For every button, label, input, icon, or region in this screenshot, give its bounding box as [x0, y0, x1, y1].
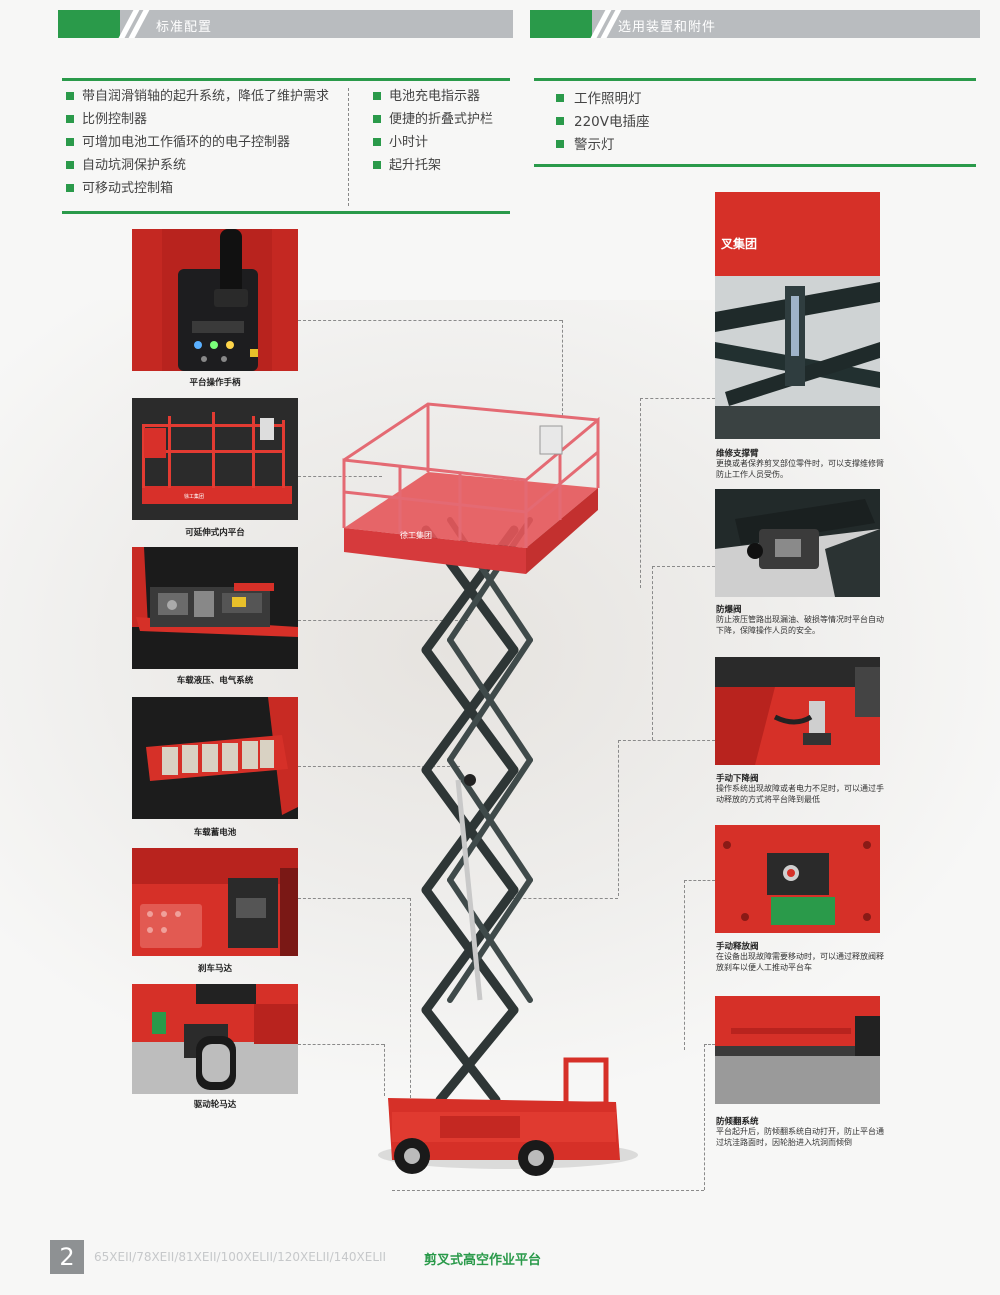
leader-line [298, 476, 382, 477]
optional-bottom-rule [534, 164, 976, 167]
photo-drive-wheel-motor [132, 984, 298, 1094]
standard-divider [348, 88, 349, 206]
optional-config-header: 选用装置和附件 [530, 10, 980, 38]
list-item: 起升托架 [373, 157, 493, 180]
title-manual-release-valve: 手动释放阀 [716, 942, 759, 952]
leader-line [392, 1190, 704, 1191]
list-item: 自动坑洞保护系统 [66, 157, 329, 180]
leader-line [298, 766, 460, 767]
standard-features-list-2: 电池充电指示器 便捷的折叠式护栏 小时计 起升托架 [373, 88, 493, 180]
title-anti-tilt-system: 防倾翻系统 [716, 1117, 759, 1127]
leader-line [704, 1044, 715, 1045]
photo-maintenance-arm: 叉集团 [715, 192, 880, 439]
desc-manual-release-valve: 在设备出现故障需要移动时，可以通过释放阀释放刹车以便人工推动平台车 [716, 952, 884, 972]
caption-onboard-battery: 车载蓄电池 [193, 828, 237, 838]
list-item: 便捷的折叠式护栏 [373, 111, 493, 134]
leader-line [410, 898, 411, 1098]
photo-extendable-platform: 徐工集团 [132, 398, 298, 520]
leader-line [298, 620, 468, 621]
standard-features-list-1: 带自润滑销轴的起升系统，降低了维护需求 比例控制器 可增加电池工作循环的的电子控… [66, 88, 329, 203]
optional-top-rule [534, 78, 976, 81]
optional-features-list: 工作照明灯 220V电插座 警示灯 [556, 90, 650, 159]
caption-drive-wheel-motor: 驱动轮马达 [193, 1100, 237, 1110]
leader-line [384, 1044, 385, 1096]
standard-top-rule [62, 78, 510, 81]
caption-extendable-platform: 可延伸式内平台 [185, 528, 245, 538]
leader-line [618, 740, 619, 896]
desc-maintenance-arm: 更换或者保养剪叉部位零件时，可以支撑维修臂防止工作人员受伤。 [716, 459, 884, 479]
photo-manual-lowering-valve [715, 657, 880, 765]
page-number: 2 [50, 1240, 84, 1274]
standard-bottom-rule [62, 211, 510, 214]
photo-onboard-hydraulic-electric [132, 547, 298, 669]
leader-line [298, 320, 562, 321]
list-item: 可增加电池工作循环的的电子控制器 [66, 134, 329, 157]
brand-text: 徐工集团 [184, 493, 204, 500]
list-item: 220V电插座 [556, 113, 650, 136]
photo-explosion-proof-valve [715, 489, 880, 597]
photo-brake-motor [132, 848, 298, 956]
photo-anti-tilt-system [715, 996, 880, 1104]
leader-line [704, 1044, 705, 1190]
title-manual-lowering-valve: 手动下降阀 [716, 774, 759, 784]
scissor-lift-illustration: 徐工集团 [342, 402, 638, 1176]
caption-platform-control-handle: 平台操作手柄 [189, 378, 241, 388]
leader-line [640, 398, 715, 399]
desc-manual-lowering-valve: 操作系统出现故障或者电力不足时，可以通过手动释放的方式将平台降到最低 [716, 784, 884, 804]
photo-onboard-battery [132, 697, 298, 819]
list-item: 工作照明灯 [556, 90, 650, 113]
optional-config-title: 选用装置和附件 [618, 20, 717, 35]
caption-onboard-hydraulic-electric: 车载液压、电气系统 [176, 676, 254, 686]
leader-line [618, 740, 715, 741]
standard-config-title: 标准配置 [156, 20, 213, 35]
list-item: 比例控制器 [66, 111, 329, 134]
leader-line [298, 1044, 384, 1045]
leader-line [652, 566, 653, 740]
photo-manual-release-valve [715, 825, 880, 933]
title-explosion-proof-valve: 防爆阀 [716, 605, 742, 615]
footer-product-title: 剪叉式高空作业平台 [424, 1253, 542, 1268]
leader-line [684, 880, 715, 881]
leader-line [508, 898, 618, 899]
leader-line [562, 320, 563, 416]
desc-anti-tilt-system: 平台起升后，防倾翻系统自动打开，防止平台通过坑洼路面时，因轮胎进入坑洞而倾倒 [716, 1127, 884, 1147]
leader-line [684, 880, 685, 1050]
leader-line [640, 398, 641, 588]
footer-models: 65XEII/78XEII/81XEII/100XELII/120XELII/1… [94, 1250, 387, 1264]
list-item: 可移动式控制箱 [66, 180, 329, 203]
caption-brake-motor: 刹车马达 [197, 964, 232, 974]
list-item: 警示灯 [556, 136, 650, 159]
leader-line [652, 566, 715, 567]
desc-explosion-proof-valve: 防止液压管路出现漏油、破损等情况时平台自动下降，保障操作人员的安全。 [716, 615, 884, 635]
list-item: 电池充电指示器 [373, 88, 493, 111]
standard-config-header: 标准配置 [58, 10, 513, 38]
photo-platform-control-handle [132, 229, 298, 371]
title-maintenance-arm: 维修支撑臂 [716, 449, 759, 459]
lift-brand-text: 徐工集团 [400, 530, 432, 540]
list-item: 带自润滑销轴的起升系统，降低了维护需求 [66, 88, 329, 111]
svg-text:叉集团: 叉集团 [720, 236, 757, 251]
leader-line [298, 898, 410, 899]
list-item: 小时计 [373, 134, 493, 157]
